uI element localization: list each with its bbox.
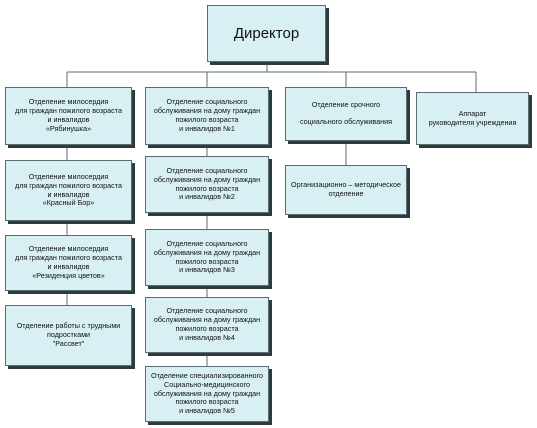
dept-home-service-3: Отделение социального обслуживания на до… — [145, 229, 269, 286]
dept-home-service-2: Отделение социального обслуживания на до… — [145, 156, 269, 213]
dept-teens-rassvet: Отделение работы с трудными подростками … — [5, 305, 132, 366]
dept-label: Отделение социального обслуживания на до… — [153, 238, 261, 275]
dept-label: Отделение социального обслуживания на до… — [153, 306, 261, 342]
dept-home-service-5: Отделение специализированного Социально-… — [145, 366, 269, 422]
dept-label: Отделение милосердия для граждан пожилог… — [15, 171, 122, 208]
dept-label: Отделение милосердия для граждан пожилог… — [15, 97, 122, 133]
dept-urgent-service: Отделение срочного социального обслужива… — [285, 87, 407, 141]
dept-mercy-residence-flowers: Отделение милосердия для граждан пожилог… — [5, 235, 132, 291]
dept-director-staff: Аппарат руководителя учреждения — [416, 92, 529, 145]
dept-label: Отделение социального обслуживания на до… — [153, 97, 261, 133]
dept-label: Отделение срочного социального обслужива… — [299, 99, 393, 127]
dept-mercy-krasny-bor: Отделение милосердия для граждан пожилог… — [5, 160, 132, 221]
dept-label: Отделение специализированного Социально-… — [150, 371, 264, 416]
dept-label: Отделение социального обслуживания на до… — [153, 165, 261, 202]
dept-home-service-4: Отделение социального обслуживания на до… — [145, 297, 269, 353]
director-label: Директор — [233, 24, 300, 42]
dept-label: Аппарат руководителя учреждения — [428, 108, 517, 127]
dept-label: Организационно – методическое отделение — [291, 180, 401, 198]
director-box: Директор — [207, 5, 326, 62]
dept-mercy-ryabinushka: Отделение милосердия для граждан пожилог… — [5, 87, 132, 145]
dept-home-service-1: Отделение социального обслуживания на до… — [145, 87, 269, 145]
dept-methodical: Организационно – методическое отделение — [285, 165, 407, 215]
dept-label: Отделение работы с трудными подростками … — [16, 321, 121, 348]
dept-label: Отделение милосердия для граждан пожилог… — [15, 244, 122, 280]
